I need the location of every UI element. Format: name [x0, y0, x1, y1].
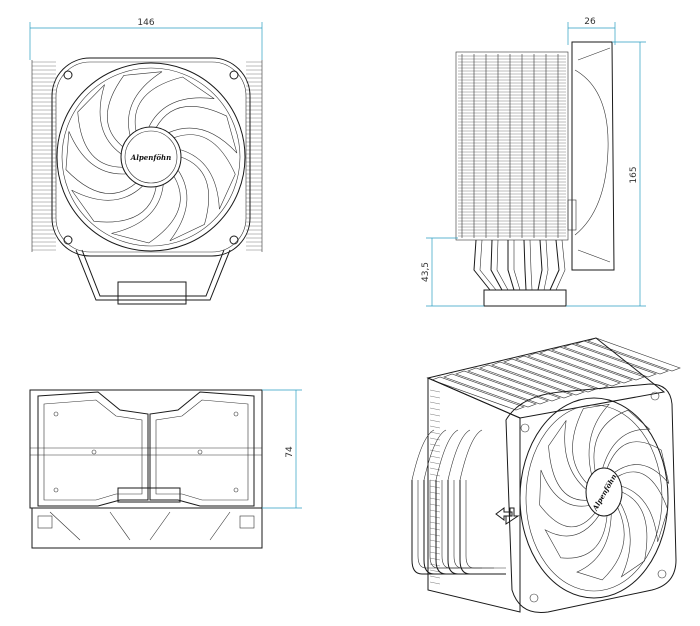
iso-heatpipes	[411, 429, 506, 575]
side-heatpipes	[473, 239, 566, 291]
dim-height-label: 165	[629, 166, 639, 183]
iso-hub-logo: Alpenföhn	[590, 473, 618, 513]
top-view: 74	[29, 389, 302, 549]
front-base-plate	[117, 281, 187, 305]
front-mount-hole-tr	[229, 70, 239, 80]
dim-width-label: 146	[137, 18, 154, 28]
isometric-view: Alpenföhn	[411, 337, 681, 614]
front-fan-frame	[51, 57, 251, 257]
iso-fan-hub	[585, 467, 623, 517]
airflow-arrow-left-icon	[495, 507, 513, 521]
side-view: 26 165 43,5	[421, 17, 646, 307]
dim-depth-label: 26	[584, 17, 596, 27]
front-mount-hole-br	[229, 235, 239, 245]
side-base-plate	[483, 289, 567, 307]
airflow-arrow-down-icon	[505, 507, 520, 525]
front-hub-logo: Alpenföhn	[130, 153, 171, 162]
front-fan-hub	[120, 126, 182, 188]
top-view-outline	[29, 389, 263, 509]
front-mount-hole-bl	[63, 235, 73, 245]
front-fan-blades	[65, 71, 238, 244]
front-mount-hole-tl	[63, 70, 73, 80]
top-view-right-cover	[149, 391, 255, 507]
side-fan-frame	[571, 41, 615, 271]
iso-fan-ring	[519, 397, 669, 599]
iso-fan-frame	[505, 383, 677, 614]
dim-fan-label: 74	[285, 446, 295, 458]
front-fan-ring	[56, 62, 246, 252]
front-heatpipe-left	[75, 249, 231, 301]
dim-clearance-label: 43,5	[421, 262, 431, 282]
iso-body-top	[426, 337, 666, 419]
iso-fan-blades	[539, 403, 670, 581]
front-view: Alpenföhn 146	[29, 18, 263, 305]
side-fin-stack	[455, 51, 569, 241]
top-view-fan	[31, 507, 263, 549]
top-view-left-cover	[37, 391, 149, 507]
